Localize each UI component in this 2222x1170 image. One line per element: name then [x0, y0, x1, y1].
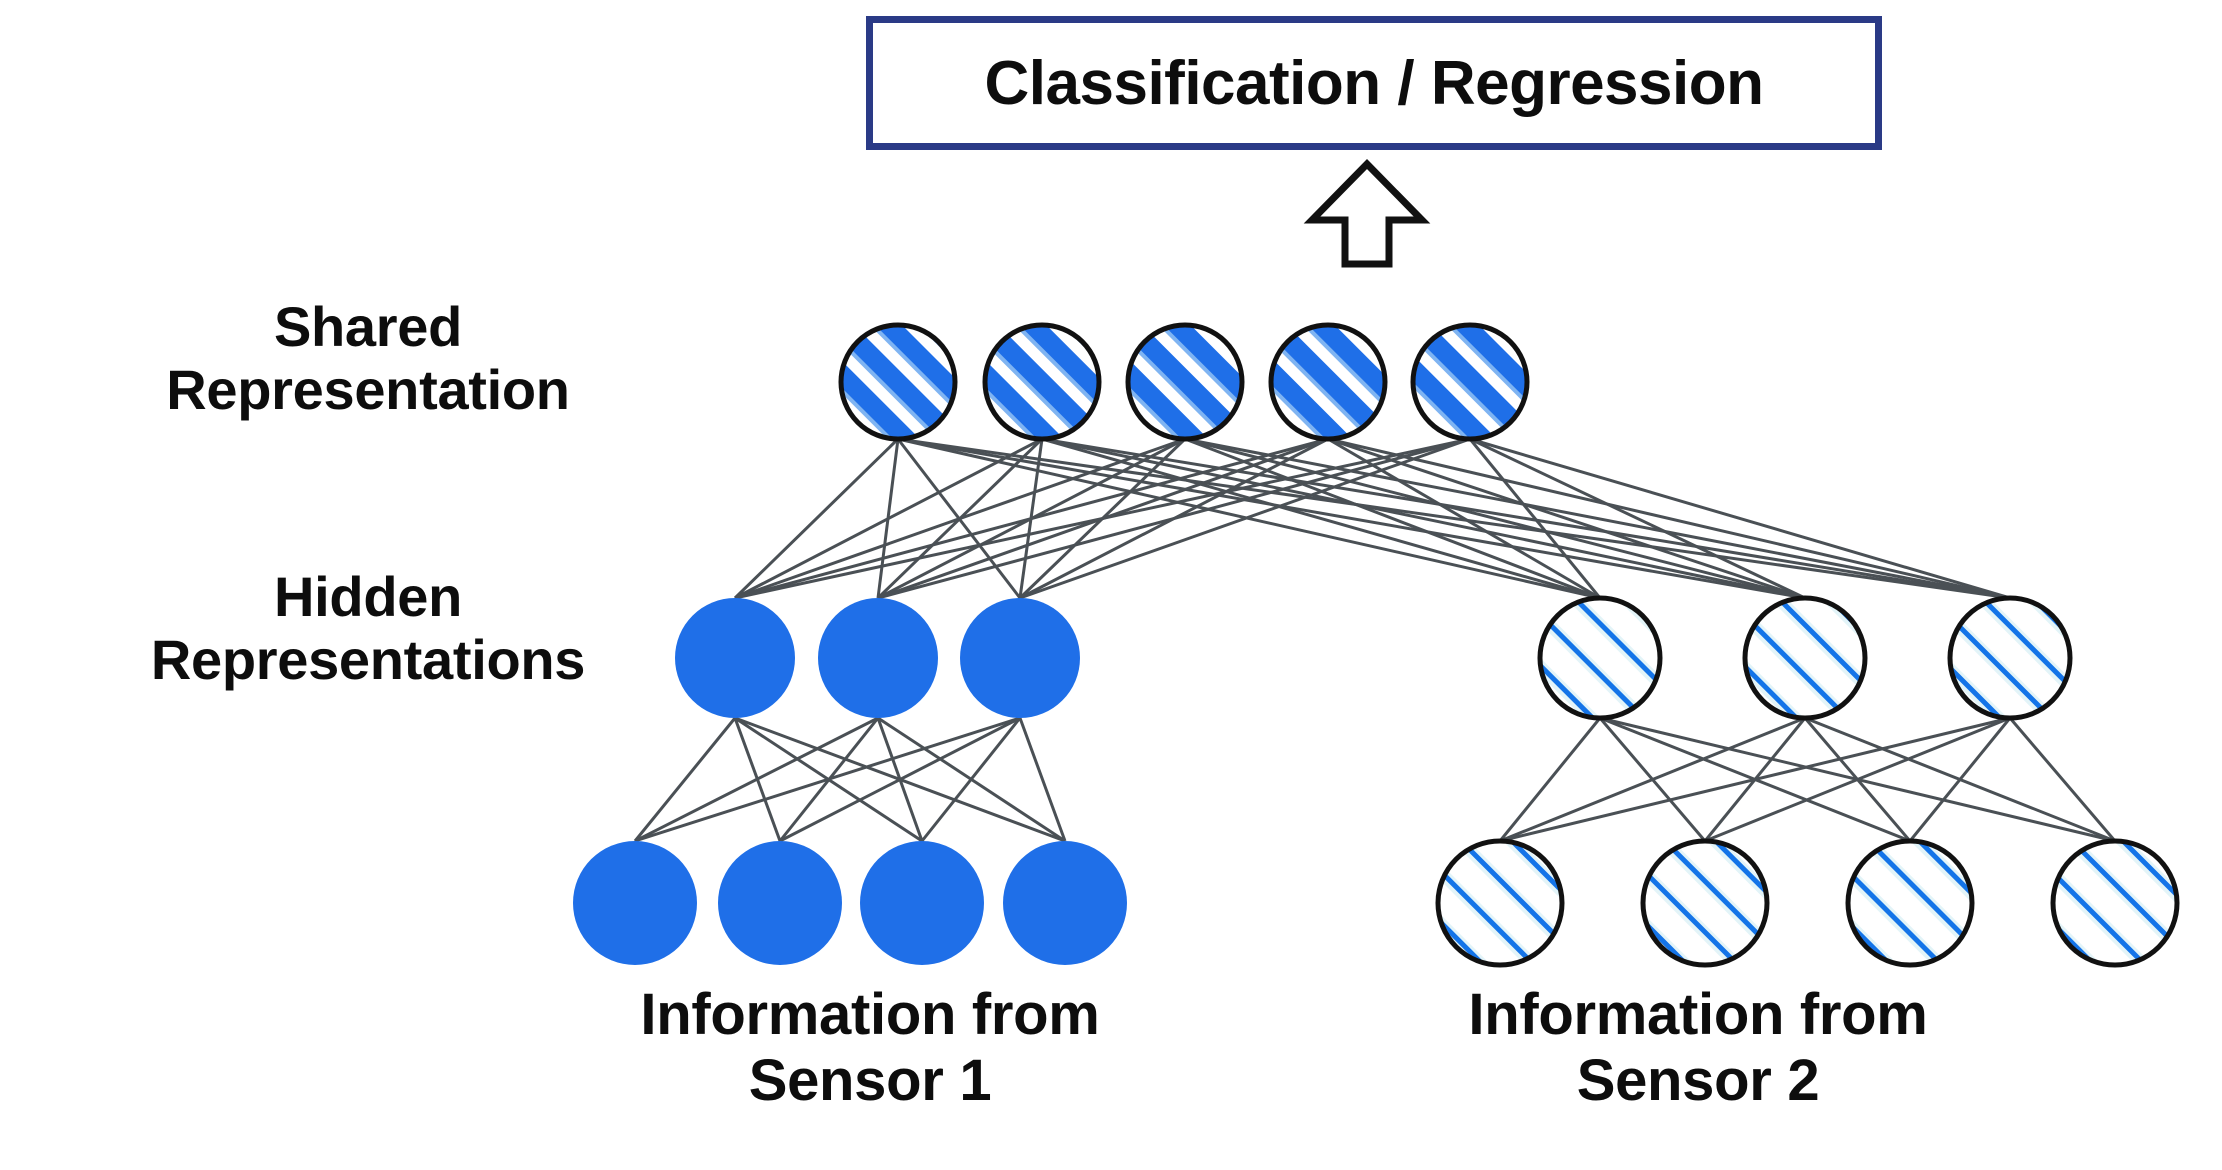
edge: [1184, 437, 2011, 600]
network-node: [818, 598, 938, 718]
network-node: [1003, 841, 1127, 965]
network-node: [1435, 838, 1565, 968]
edge: [733, 437, 900, 600]
edge: [1599, 716, 1911, 843]
edge: [1041, 437, 1806, 600]
sensor-2-label: Information from Sensor 2: [1468, 982, 1928, 1114]
network-node: [1742, 595, 1868, 721]
edge: [734, 716, 923, 843]
edge: [1019, 437, 1329, 600]
edge: [897, 437, 2011, 600]
edge: [733, 717, 782, 842]
edge: [876, 438, 900, 599]
edge: [1184, 437, 1806, 600]
network-node: [860, 841, 984, 965]
edge: [897, 437, 1601, 600]
edge: [1018, 438, 1044, 599]
network-node: [838, 322, 958, 442]
edge: [1598, 717, 1707, 842]
network-node: [960, 598, 1080, 718]
edge: [1327, 437, 1806, 600]
network-node: [1947, 595, 2073, 721]
edge: [2008, 717, 2117, 842]
edge: [877, 716, 1066, 843]
edge: [1469, 437, 1806, 600]
network-node: [1537, 595, 1663, 721]
edge: [1018, 437, 1187, 600]
network-node: [982, 322, 1102, 442]
shared-representation-label: Shared Representation: [166, 295, 570, 421]
network-node: [718, 841, 842, 965]
edge: [1018, 717, 1067, 842]
edge: [1804, 716, 2116, 843]
edge: [896, 438, 1022, 599]
network-node: [1410, 322, 1530, 442]
network-node: [573, 841, 697, 965]
network-node: [1640, 838, 1770, 968]
edge: [633, 717, 737, 842]
network-node: [1268, 322, 1388, 442]
up-arrow-icon: [1303, 159, 1431, 268]
edge: [1327, 437, 2011, 600]
edge: [1469, 437, 2011, 600]
sensor-1-label: Information from Sensor 1: [640, 982, 1100, 1114]
network-node: [2050, 838, 2180, 968]
edge: [1498, 717, 1602, 842]
edge: [897, 437, 1806, 600]
connection-edges: [633, 437, 2117, 843]
output-task-box: Classification / Regression: [866, 16, 1882, 150]
network-node: [675, 598, 795, 718]
edge: [734, 716, 1066, 843]
edge: [1041, 437, 1601, 600]
edge: [1041, 437, 2011, 600]
up-arrow-shape: [1303, 159, 1431, 268]
edge: [1599, 716, 2116, 843]
network-node: [1845, 838, 1975, 968]
network-node: [1125, 322, 1245, 442]
hidden-representations-label: Hidden Representations: [150, 565, 586, 691]
edge: [1184, 437, 1601, 600]
network-nodes: [573, 322, 2180, 968]
output-task-label: Classification / Regression: [984, 48, 1764, 118]
